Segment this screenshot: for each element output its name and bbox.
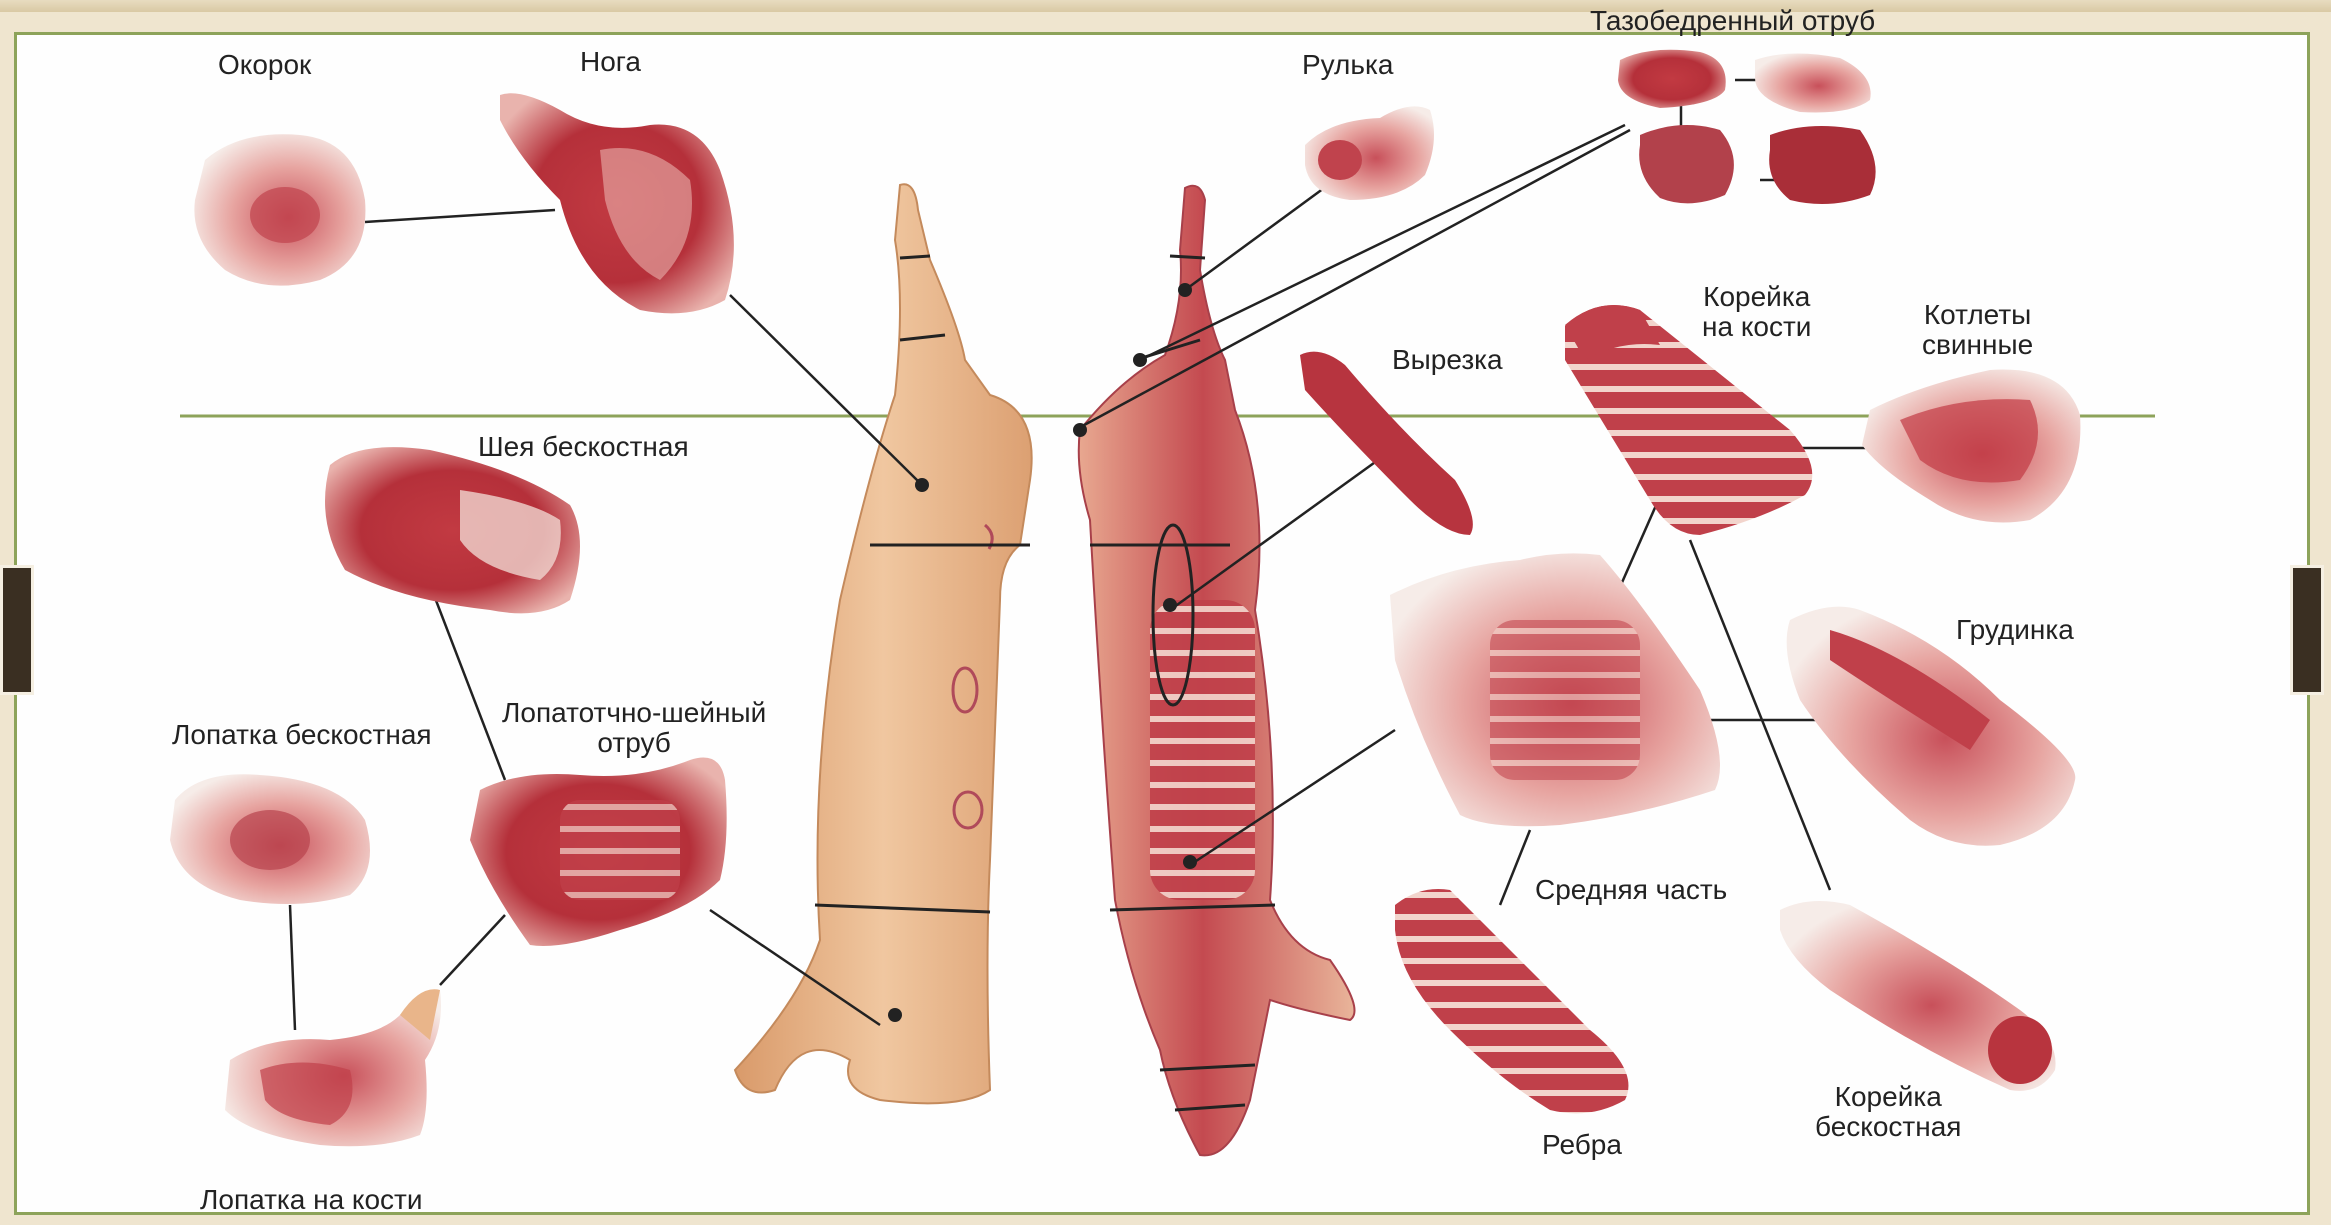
- label-tazobedrenny: Тазобедренный отруб: [1590, 6, 1875, 36]
- label-noga: Нога: [580, 47, 641, 77]
- cut-rulka: [1305, 106, 1434, 200]
- carcass-inside: [1079, 186, 1355, 1156]
- label-lopatochno-sheyny: Лопатотчно-шейный отруб: [502, 698, 766, 758]
- label-grudinka: Грудинка: [1956, 615, 2074, 645]
- cut-lopatka-beskostnaya: [170, 774, 370, 904]
- label-lopatka-beskostnaya: Лопатка бескостная: [172, 720, 432, 750]
- cut-tazobedrenny: [1618, 50, 1876, 204]
- cut-vyrezka: [1300, 352, 1473, 535]
- label-rulka: Рулька: [1302, 50, 1393, 80]
- label-sheya: Шея бескостная: [478, 432, 689, 462]
- cut-kotlety: [1862, 370, 2080, 523]
- label-koreyka-na-kosti: Корейка на кости: [1702, 282, 1811, 342]
- label-vyrezka: Вырезка: [1392, 345, 1503, 375]
- label-okorok: Окорок: [218, 50, 311, 80]
- carcass-skin-side: [735, 184, 1032, 1103]
- label-koreyka-beskostnaya: Корейка бескостная: [1815, 1082, 1961, 1142]
- label-kotlety: Котлеты свинные: [1922, 300, 2033, 360]
- cut-okorok: [194, 134, 365, 285]
- label-srednyaya: Средняя часть: [1535, 875, 1727, 905]
- cut-lopatochno-sheyny: [470, 758, 727, 947]
- label-rebra: Ребра: [1542, 1130, 1622, 1160]
- cut-srednyaya: [1390, 553, 1720, 826]
- cut-rebra: [1395, 889, 1628, 1113]
- label-lopatka-na-kosti: Лопатка на кости: [200, 1185, 423, 1215]
- cut-lopatka-na-kosti: [225, 989, 441, 1146]
- cut-noga: [500, 93, 734, 313]
- cut-koreyka-beskostnaya: [1780, 901, 2056, 1091]
- cut-sheya: [325, 447, 580, 613]
